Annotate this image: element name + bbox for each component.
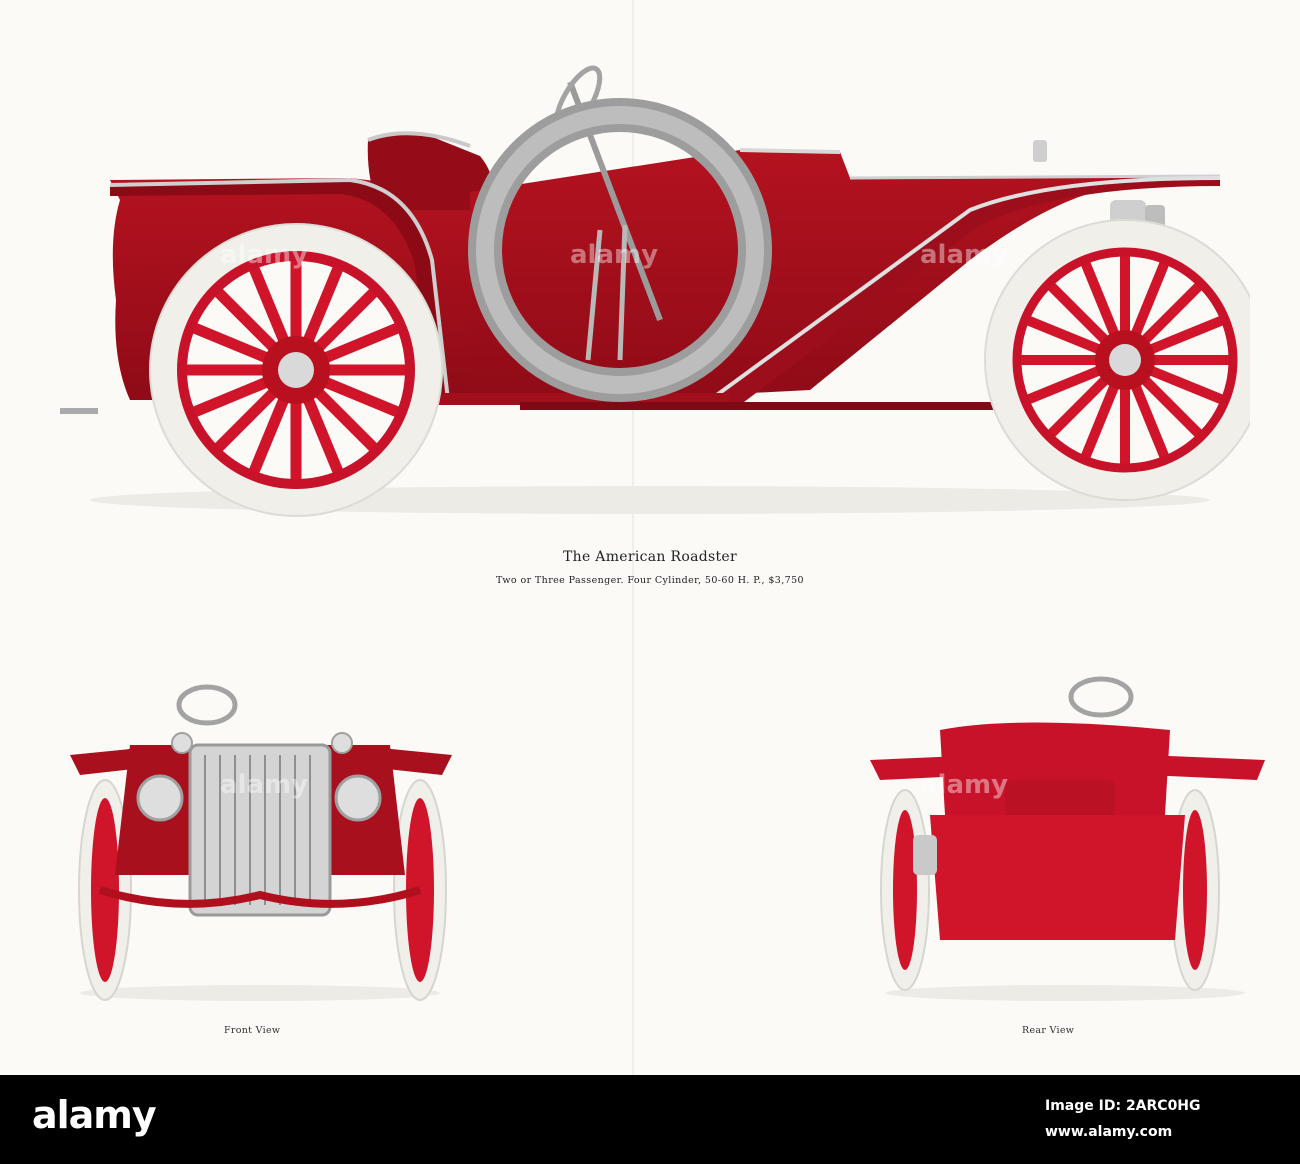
rear-wheel	[149, 223, 443, 517]
catalog-plate: The American Roadster Two or Three Passe…	[60, 0, 1265, 1075]
plate-title: The American Roadster	[563, 549, 737, 565]
rear-view-caption: Rear View	[1022, 1025, 1075, 1036]
site-url: www.alamy.com	[1045, 1124, 1173, 1140]
front-wheel	[984, 219, 1250, 501]
plate-subtitle: Two or Three Passenger. Four Cylinder, 5…	[495, 575, 804, 586]
alamy-logo: alamy	[32, 1093, 157, 1137]
roadster-rear-view-illustration	[870, 676, 1265, 1001]
page-fold	[632, 0, 634, 1075]
roadster-side-view-illustration	[60, 65, 1250, 517]
front-view-caption: Front View	[224, 1025, 281, 1036]
image-id-label: Image ID: 2ARC0HG	[1045, 1098, 1201, 1114]
stock-footer-bar	[0, 1075, 1300, 1164]
roadster-front-view-illustration	[70, 684, 452, 1001]
